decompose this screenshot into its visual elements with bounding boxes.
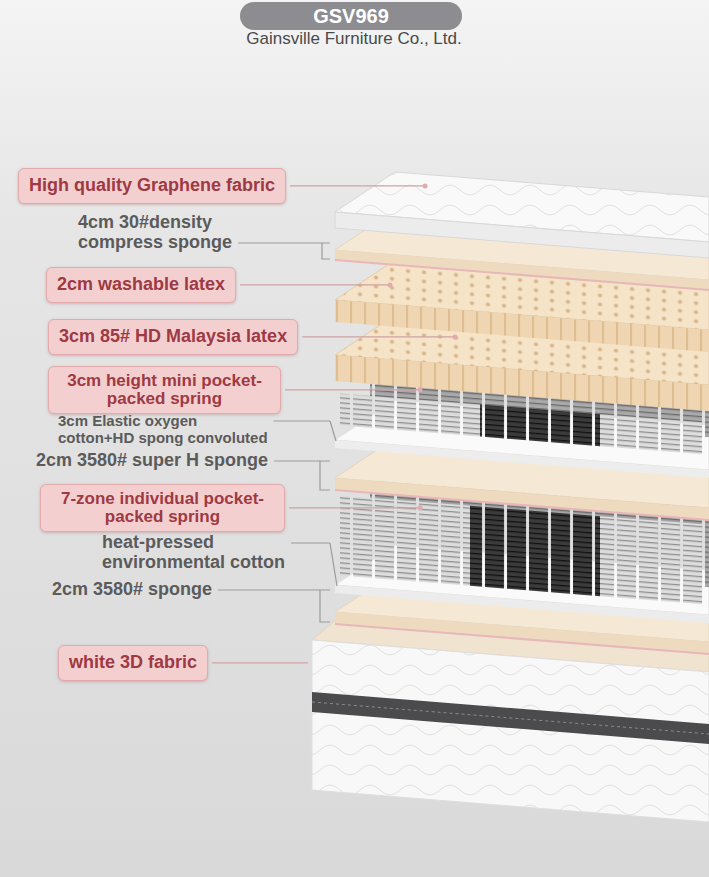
- spring-zone: [340, 495, 470, 585]
- watermark: Gainsville Furniture Co., Ltd.: [246, 30, 461, 49]
- base-stripe: [312, 692, 709, 744]
- layer-tag: 3cm height mini pocket-packed spring: [48, 366, 281, 414]
- bracket: [322, 243, 330, 259]
- spring-zone: [600, 516, 705, 604]
- tag-text: 3cm 85# HD Malaysia latex: [59, 327, 287, 347]
- spring-zone: [470, 506, 600, 596]
- layer-tag: white 3D fabric: [58, 645, 208, 681]
- leader-line: [302, 336, 455, 337]
- leader-line: [218, 589, 320, 590]
- layer-label: 2cm 3580# super H sponge: [36, 451, 268, 471]
- leader-line: [289, 507, 420, 508]
- leader-dot: [418, 505, 423, 510]
- bracket: [320, 461, 330, 490]
- leader-dot: [388, 282, 393, 287]
- layer-tag: High quality Graphene fabric: [18, 168, 286, 204]
- layer-edge: [335, 260, 709, 290]
- spring-zone: [480, 405, 600, 447]
- leader-line: [291, 542, 330, 543]
- base-front: [312, 640, 709, 822]
- tag-text: white 3D fabric: [69, 653, 197, 673]
- tag-text: GSV969: [248, 5, 454, 27]
- leader-line: [212, 662, 308, 663]
- layer-front: [335, 478, 709, 520]
- graphene-fabric-layer: [335, 172, 709, 258]
- layer-edge: [335, 624, 709, 654]
- layer-front: [335, 212, 709, 258]
- layer-tag: 2cm washable latex: [46, 267, 236, 303]
- layer-label: heat-pressed environmental cotton: [102, 533, 307, 573]
- layer-label: 4cm 30#density compress sponge: [78, 213, 256, 253]
- leader-line: [290, 185, 425, 186]
- base-quilting: [312, 640, 709, 822]
- tag-text: High quality Graphene fabric: [29, 176, 275, 196]
- model-badge: GSV969: [240, 2, 462, 30]
- layer-tag: 3cm 85# HD Malaysia latex: [48, 319, 298, 355]
- leader-line: [274, 420, 330, 421]
- spring-zone: [340, 393, 480, 436]
- leader-dot: [423, 183, 428, 188]
- leader-dot: [418, 387, 423, 392]
- leader-line: [274, 460, 320, 461]
- bracket: [320, 590, 330, 622]
- layer-label: 2cm 3580# sponge: [52, 580, 212, 600]
- stripe-stitch: [312, 702, 709, 734]
- tag-text: 7-zone individual pocket-packed spring: [51, 490, 274, 526]
- leader-line: [238, 242, 322, 243]
- leader-line: [330, 543, 337, 586]
- layer-label: 3cm Elastic oxygen cotton+HD spong convo…: [58, 413, 272, 446]
- layer-front: [335, 250, 709, 290]
- leader-line: [240, 284, 390, 285]
- leader-line: [330, 421, 336, 441]
- layer-front: [335, 355, 709, 411]
- layer-tag: 7-zone individual pocket-packed spring: [40, 484, 285, 532]
- leader-dot: [453, 334, 458, 339]
- leader-line: [285, 389, 420, 390]
- leader-lines: [212, 183, 457, 663]
- tag-text: 3cm height mini pocket-packed spring: [59, 372, 270, 408]
- spring-zone: [600, 414, 705, 454]
- layer-edge: [335, 490, 709, 520]
- tag-text: 2cm washable latex: [57, 275, 225, 295]
- layer-front: [335, 300, 709, 352]
